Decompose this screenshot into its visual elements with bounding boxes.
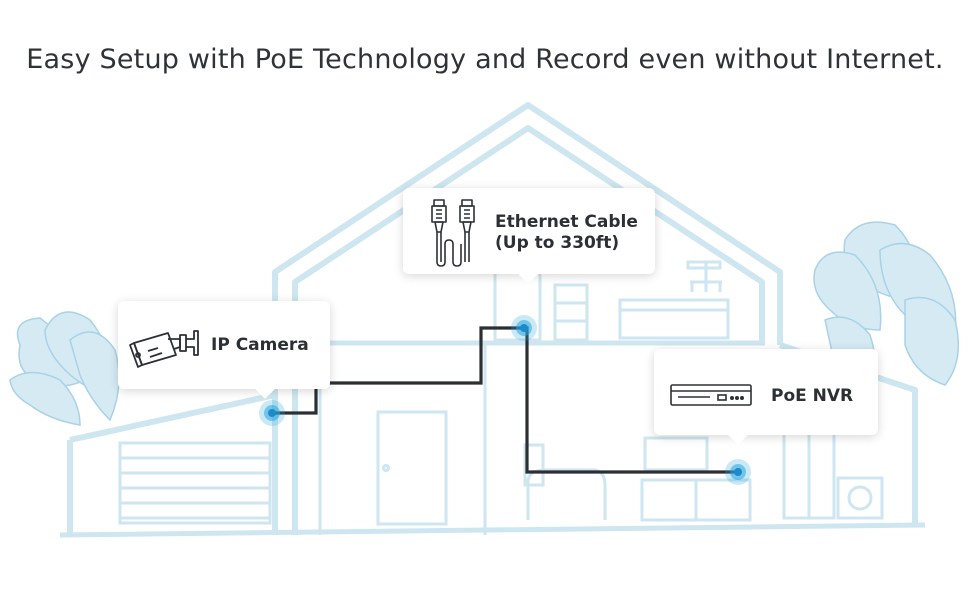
right-plant xyxy=(813,221,960,386)
headline: Easy Setup with PoE Technology and Recor… xyxy=(26,44,944,75)
ethernet-cable-route xyxy=(272,326,738,474)
ethernet-cable-label: Ethernet Cable xyxy=(495,212,638,232)
ethernet-cable-icon xyxy=(431,199,475,267)
connection-point-camera xyxy=(259,400,285,426)
poe-nvr-label: PoE NVR xyxy=(771,386,854,406)
ip-camera-callout: IP Camera xyxy=(118,301,330,399)
ip-camera-icon xyxy=(129,330,199,368)
ip-camera-label: IP Camera xyxy=(211,335,309,355)
connection-point-switch xyxy=(511,315,537,341)
connection-point-nvr xyxy=(725,459,751,485)
ethernet-cable-range: (Up to 330ft) xyxy=(495,233,620,253)
ethernet-cable-callout: Ethernet Cable (Up to 330ft) xyxy=(403,188,655,284)
nvr-device-icon xyxy=(670,384,752,406)
poe-nvr-callout: PoE NVR xyxy=(654,349,878,445)
left-plant xyxy=(9,311,120,426)
